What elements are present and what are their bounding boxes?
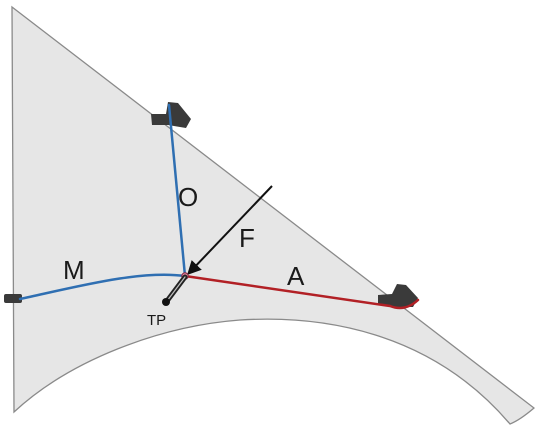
line-f (187, 185, 273, 276)
label-f: F (239, 223, 255, 253)
label-tp: TP (147, 312, 166, 329)
tp-dot (162, 298, 170, 306)
line-o (167, 103, 187, 278)
label-o: O (178, 182, 198, 212)
line-m (18, 273, 187, 301)
tp-needle-highlight (166, 276, 186, 302)
label-m: M (63, 255, 85, 285)
sail-shape (11, 5, 535, 425)
left-attachment (4, 294, 22, 303)
line-a (183, 274, 420, 310)
label-a: A (287, 261, 305, 291)
right-attachment (378, 284, 418, 307)
